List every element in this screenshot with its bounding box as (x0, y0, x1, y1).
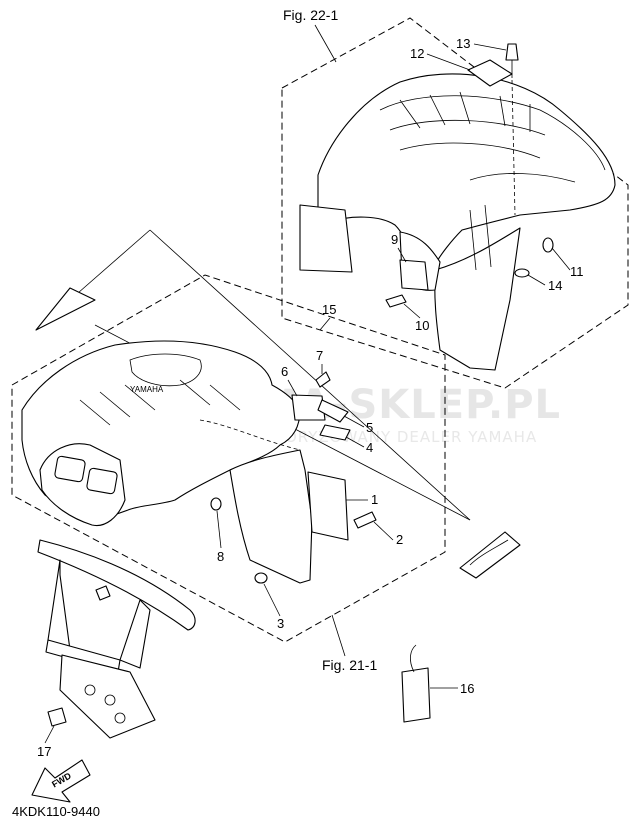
part-8-grommet (210, 497, 222, 511)
callout-3-leader (263, 583, 281, 617)
rear-fender-group-frame (281, 17, 629, 389)
callout-11-leader (551, 247, 571, 271)
part-16-string (410, 644, 417, 673)
callout-13-leader (473, 43, 507, 51)
part-2-rivet (353, 511, 377, 529)
front-bumper (37, 539, 196, 739)
part-6-plate (291, 394, 326, 421)
fig-ref-top-leader (314, 24, 337, 63)
part-7-rivet (315, 371, 331, 388)
part-16-tag (401, 667, 431, 723)
callout-8-leader (216, 510, 222, 549)
callout-12: 12 (410, 46, 424, 61)
fig-ref-bottom: Fig. 21-1 (322, 657, 377, 673)
callout-10: 10 (415, 318, 429, 333)
part-1-plate (307, 471, 349, 541)
part-17-clip (47, 707, 67, 727)
callout-15: 15 (322, 302, 336, 317)
callout-14-leader (527, 274, 546, 286)
part-13-axis (511, 79, 516, 216)
callout-12-leader (426, 53, 471, 71)
callout-10-leader (403, 303, 421, 319)
part-3-washer (254, 572, 268, 584)
fig-ref-top: Fig. 22-1 (283, 7, 338, 23)
callout-4: 4 (366, 440, 373, 455)
callout-17: 17 (37, 744, 51, 759)
connector-arrow-head (35, 287, 96, 331)
part-9-plate (399, 259, 429, 291)
callout-1: 1 (371, 492, 378, 507)
callout-7: 7 (316, 348, 323, 363)
callout-8: 8 (217, 549, 224, 564)
rear-fender (299, 73, 616, 371)
callout-9-leader (397, 247, 407, 263)
callout-9: 9 (391, 232, 398, 247)
front-fender-group-frame (11, 274, 446, 643)
callout-15-leader (319, 317, 331, 331)
callout-3: 3 (277, 616, 284, 631)
part-13-rivet (505, 43, 519, 61)
callout-2: 2 (396, 532, 403, 547)
fig-ref-bottom-leader (331, 614, 346, 657)
group-connector-line-1 (149, 229, 471, 521)
decal-graphic-detail (469, 539, 509, 566)
group-connector-line-2 (77, 229, 151, 294)
callout-14: 14 (548, 278, 562, 293)
callout-16: 16 (460, 681, 474, 696)
part-4-pad (319, 424, 351, 441)
diagram-code: 4KDK110-9440 (12, 804, 100, 819)
part-14-washer (514, 268, 530, 278)
callout-13: 13 (456, 36, 470, 51)
fender-logo-text: YAMAHA (130, 385, 164, 394)
callout-5: 5 (366, 420, 373, 435)
callout-6-leader (287, 379, 298, 397)
front-fender (21, 340, 313, 584)
decal-graphic (459, 531, 521, 579)
callout-17-leader (44, 725, 55, 744)
part-5-pad (317, 399, 349, 423)
part-11-grommet (542, 237, 554, 253)
callout-4-leader (345, 436, 365, 448)
part-10-rivet (385, 294, 407, 308)
callout-11: 11 (570, 264, 584, 279)
callout-6: 6 (281, 364, 288, 379)
callout-5-leader (343, 415, 365, 428)
fwd-arrow-icon (31, 759, 91, 803)
callout-2-leader (373, 521, 394, 541)
